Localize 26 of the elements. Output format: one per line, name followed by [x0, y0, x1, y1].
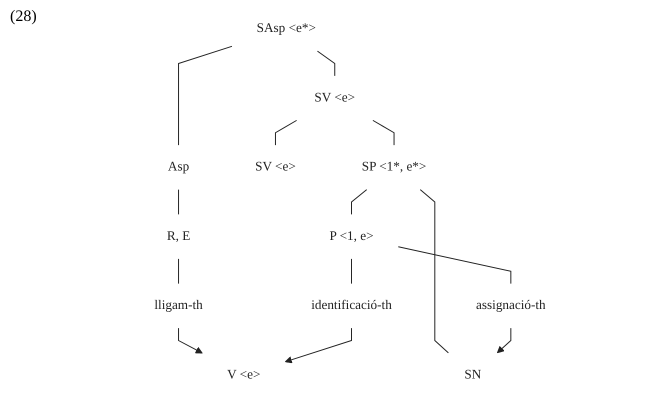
arrow	[284, 328, 352, 364]
node-text: identificació-th	[311, 298, 392, 312]
arrow	[496, 328, 512, 354]
node-text: Asp	[168, 160, 190, 174]
node-text: assignació-th	[476, 298, 546, 312]
node-text: SN	[464, 368, 482, 382]
node-text: SV <e>	[314, 90, 356, 105]
connector	[178, 189, 180, 215]
connector	[274, 120, 298, 146]
arrow	[178, 328, 203, 354]
connector	[351, 189, 368, 215]
connector	[420, 189, 449, 354]
example-number: (28)	[10, 8, 37, 26]
connector	[178, 258, 180, 284]
connector	[316, 50, 336, 76]
node-text: SV <e>	[255, 160, 296, 174]
node-text: P <1, e>	[329, 229, 374, 244]
node-text: V <e>	[227, 368, 260, 382]
connector	[178, 46, 232, 146]
node-text: lligam-th	[154, 298, 203, 312]
connector	[351, 258, 352, 284]
node-text: R, E	[166, 229, 190, 244]
connector	[372, 120, 395, 146]
node-text: SAsp <e*>	[256, 21, 316, 36]
connector	[398, 246, 512, 284]
node-text: SP <1*, e*>	[362, 160, 426, 174]
